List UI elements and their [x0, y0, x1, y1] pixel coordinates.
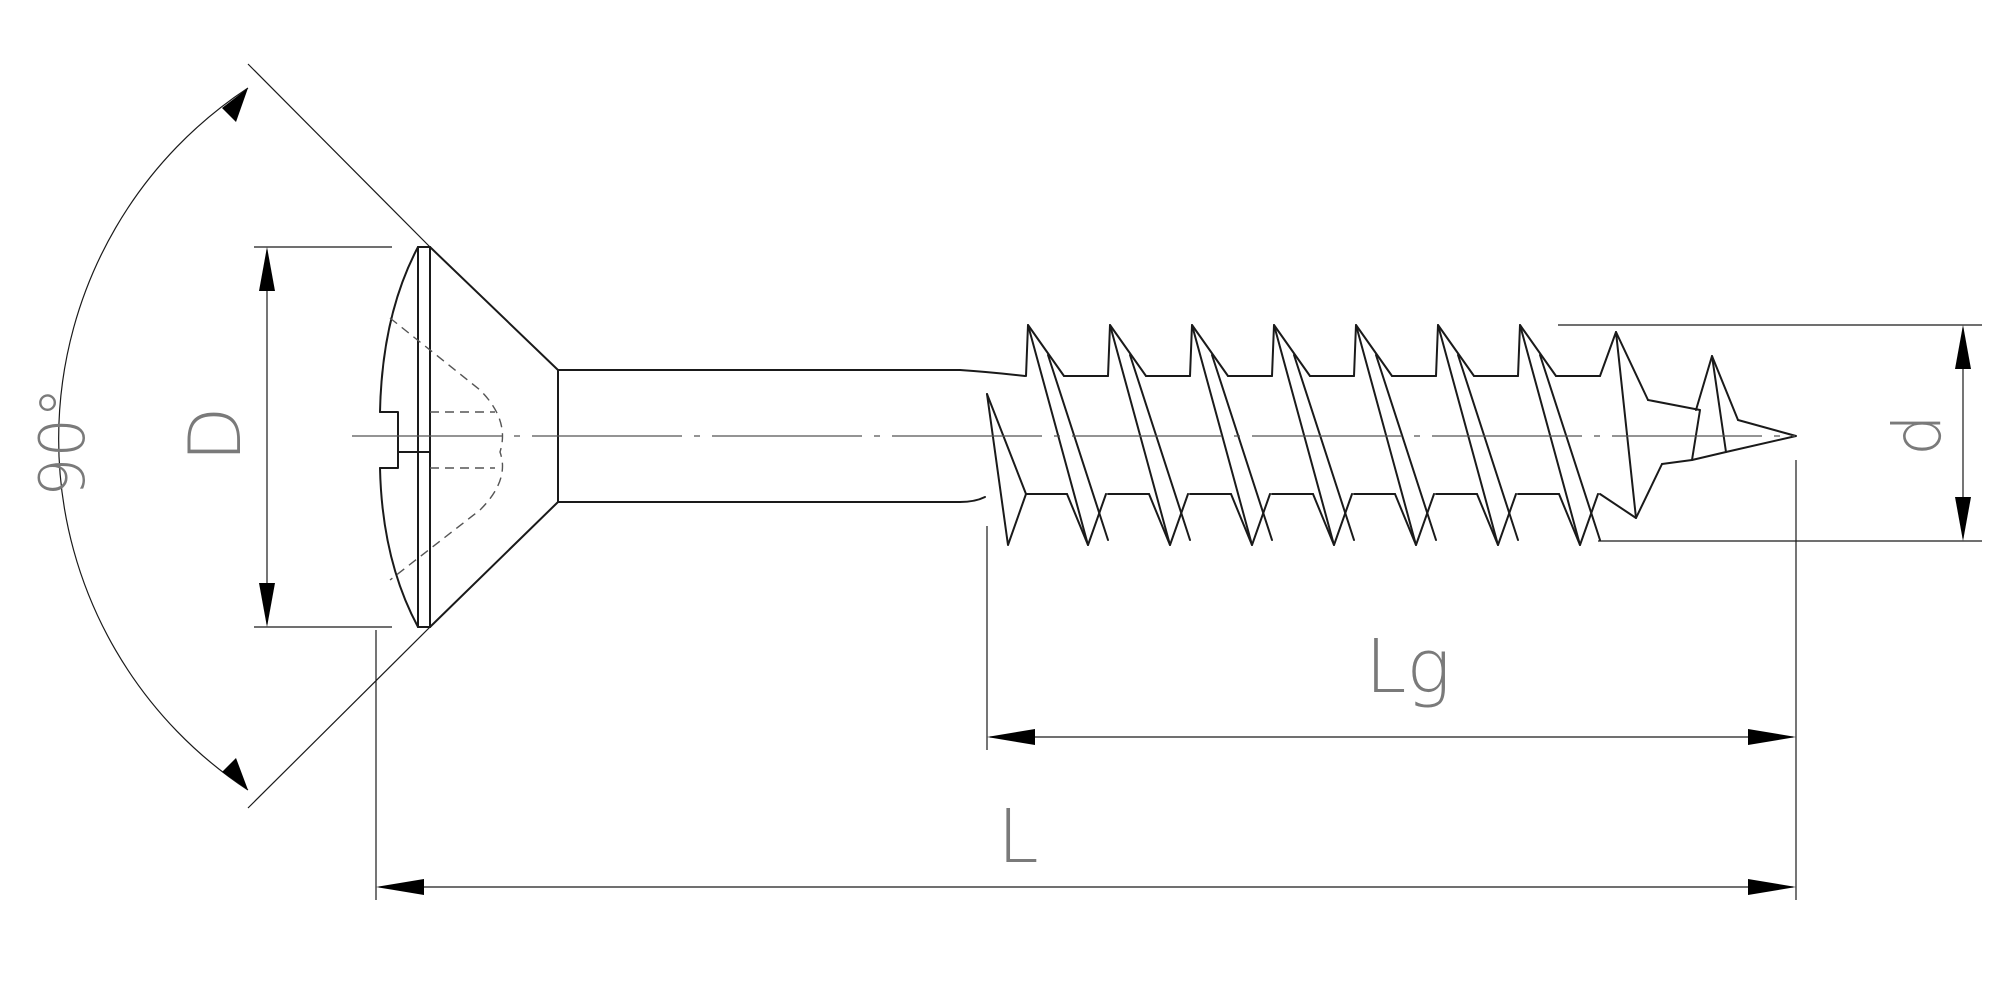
head-diameter-label: D — [173, 407, 257, 462]
total-length-label: L — [997, 794, 1038, 880]
tip-core — [1647, 399, 1701, 465]
tip-flank-2 — [1711, 355, 1727, 453]
d-head-arrow-top — [259, 247, 275, 291]
screw-shank — [557, 369, 1026, 503]
thread-flank — [1355, 324, 1417, 546]
tip-flank-1 — [1615, 331, 1637, 519]
thread-flank — [1109, 324, 1171, 546]
thread-crest-top — [1435, 324, 1475, 377]
thread-diameter-dimension: d — [1558, 324, 1982, 542]
thread-start-flank — [986, 393, 1027, 495]
angle-arrow-top — [222, 88, 248, 122]
angle-label: 90° — [26, 387, 99, 497]
thread-flank — [1273, 324, 1335, 546]
slot-lower — [379, 451, 399, 469]
thread-crest-top — [1271, 324, 1311, 377]
angle-arc — [58, 87, 249, 791]
tip-point — [1691, 419, 1797, 461]
l-arrow-left — [376, 879, 424, 895]
thread-crest-top — [1107, 324, 1147, 377]
thread-crest-top — [1353, 324, 1393, 377]
thread-flank-back — [1211, 354, 1273, 541]
screw-thread — [986, 324, 1797, 546]
thread-flank — [1027, 324, 1089, 546]
thread-crest-top — [1025, 324, 1065, 377]
thread-flank-back — [1375, 354, 1437, 541]
shank-run-out-bottom — [959, 496, 986, 503]
thread-length-label: Lg — [1365, 624, 1451, 710]
angle-dimension: 90° — [26, 63, 431, 809]
head-cone-outline — [429, 246, 559, 628]
thread-flank-back — [1047, 354, 1109, 541]
angle-extension-bottom — [247, 626, 431, 809]
lg-arrow-right — [1748, 729, 1796, 745]
d-head-arrow-bottom — [259, 583, 275, 627]
d-thread-arrow-top — [1955, 325, 1971, 369]
screw-head — [379, 246, 559, 628]
thread-start-tooth — [986, 393, 1027, 546]
tip-tooth-1-top — [1599, 331, 1649, 401]
thread-flank-back — [1539, 354, 1601, 541]
thread-flank — [1437, 324, 1499, 546]
thread-flank — [1191, 324, 1253, 546]
angle-arrow-bottom — [222, 758, 248, 790]
thread-crest-top — [1517, 324, 1557, 377]
total-length-dimension: L — [375, 630, 1796, 900]
slot-upper — [379, 411, 431, 453]
thread-flank-back — [1457, 354, 1519, 541]
l-arrow-right — [1748, 879, 1796, 895]
head-diameter-dimension: D — [173, 246, 392, 628]
lg-arrow-left — [987, 729, 1035, 745]
thread-flank-back — [1129, 354, 1191, 541]
head-dome-lower — [379, 467, 419, 628]
thread-diameter-label: d — [1879, 414, 1956, 456]
thread-flank-back — [1293, 354, 1355, 541]
d-thread-arrow-bottom — [1955, 497, 1971, 541]
angle-extension-top — [247, 63, 431, 248]
thread-flank — [1519, 324, 1581, 546]
head-hidden-recess — [389, 317, 504, 581]
shank-run-out-top — [959, 369, 1026, 377]
thread-length-dimension: Lg — [986, 460, 1797, 900]
thread-crest-top — [1189, 324, 1229, 377]
head-dome-upper — [379, 246, 419, 413]
